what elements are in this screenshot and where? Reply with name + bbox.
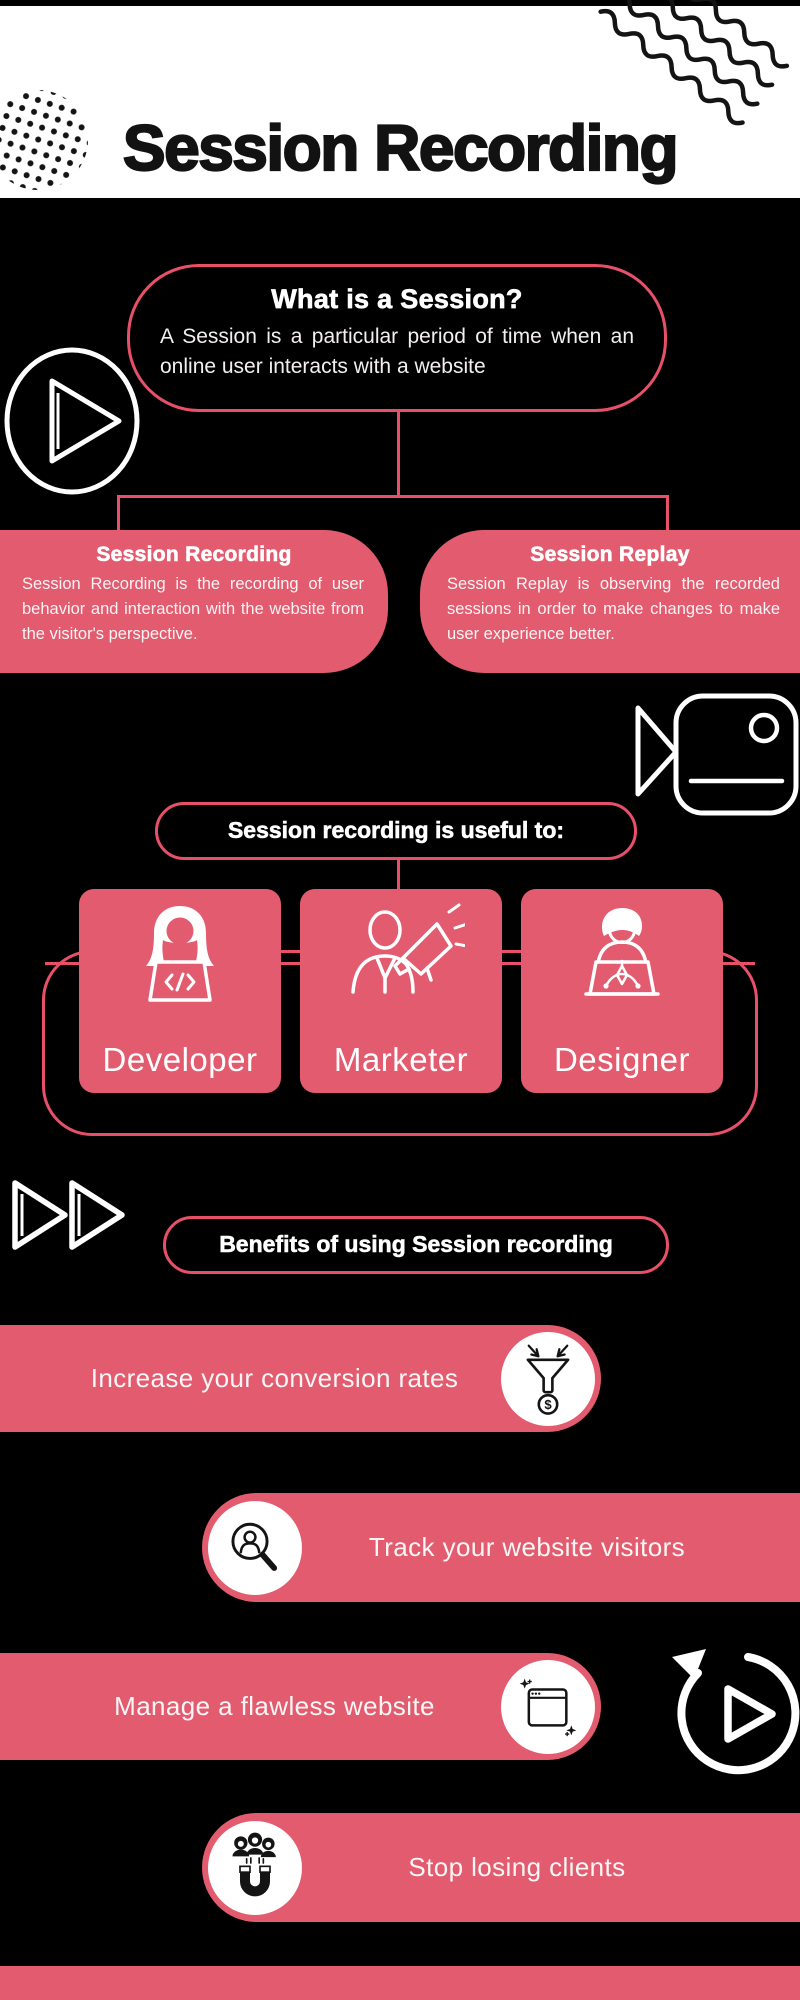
- benefit-label: Stop losing clients: [408, 1852, 626, 1882]
- role-label: Designer: [553, 1041, 691, 1078]
- definition-body: Session Replay is observing the recorded…: [447, 575, 780, 643]
- benefit-label: Manage a flawless website: [114, 1691, 435, 1721]
- benefit-label: Track your website visitors: [368, 1532, 686, 1562]
- waves-pattern: [590, 0, 800, 170]
- role-label: Developer: [102, 1041, 258, 1078]
- play-icon: [0, 345, 146, 502]
- role-card-developer: Developer: [79, 889, 281, 1093]
- connector-line: [666, 495, 669, 533]
- footer-bar: [0, 1966, 800, 2000]
- dots-pattern: [0, 84, 95, 197]
- intro-heading: What is a Session?: [271, 284, 523, 315]
- role-label: Marketer: [333, 1041, 469, 1078]
- role-card-marketer: Marketer: [300, 889, 502, 1093]
- benefit-banner: Increase your conversion rates $: [0, 1325, 601, 1432]
- svg-text:$: $: [544, 1397, 552, 1412]
- client-magnet-icon: [208, 1820, 302, 1915]
- benefits-heading: Benefits of using Session recording: [219, 1231, 613, 1258]
- visitor-search-icon: [208, 1500, 302, 1595]
- fast-forward-icon: [10, 1178, 130, 1257]
- useful-to-heading: Session recording is useful to:: [227, 817, 565, 844]
- connector-line: [117, 495, 669, 498]
- definition-body: Session Recording is the recording of us…: [22, 575, 364, 643]
- replay-icon: [662, 1625, 800, 1798]
- session-recording-box: Session Recording Session Recording is t…: [0, 530, 388, 673]
- definition-heading: Session Recording: [96, 543, 292, 567]
- session-replay-box: Session Replay Session Replay is observi…: [420, 530, 800, 673]
- browser-window-icon: [501, 1659, 595, 1754]
- connector-line: [117, 495, 120, 533]
- conversion-funnel-icon: $: [501, 1331, 595, 1426]
- connector-line: [397, 860, 400, 893]
- benefit-banner: Manage a flawless website: [0, 1653, 601, 1760]
- benefits-pill: Benefits of using Session recording: [163, 1216, 669, 1274]
- definition-heading: Session Replay: [530, 543, 690, 567]
- connector-line: [397, 412, 400, 495]
- role-card-designer: Designer: [521, 889, 723, 1093]
- intro-box: What is a Session? A Session is a partic…: [127, 264, 667, 412]
- header-band: Session Recording: [0, 0, 800, 198]
- intro-body: A Session is a particular period of time…: [160, 325, 634, 378]
- page-title: Session Recording: [122, 111, 680, 185]
- benefit-banner: Stop losing clients: [202, 1813, 800, 1922]
- benefit-banner: Track your website visitors: [202, 1493, 800, 1602]
- benefit-label: Increase your conversion rates: [90, 1363, 459, 1393]
- useful-to-pill: Session recording is useful to:: [155, 802, 637, 860]
- video-camera-icon: [634, 692, 800, 823]
